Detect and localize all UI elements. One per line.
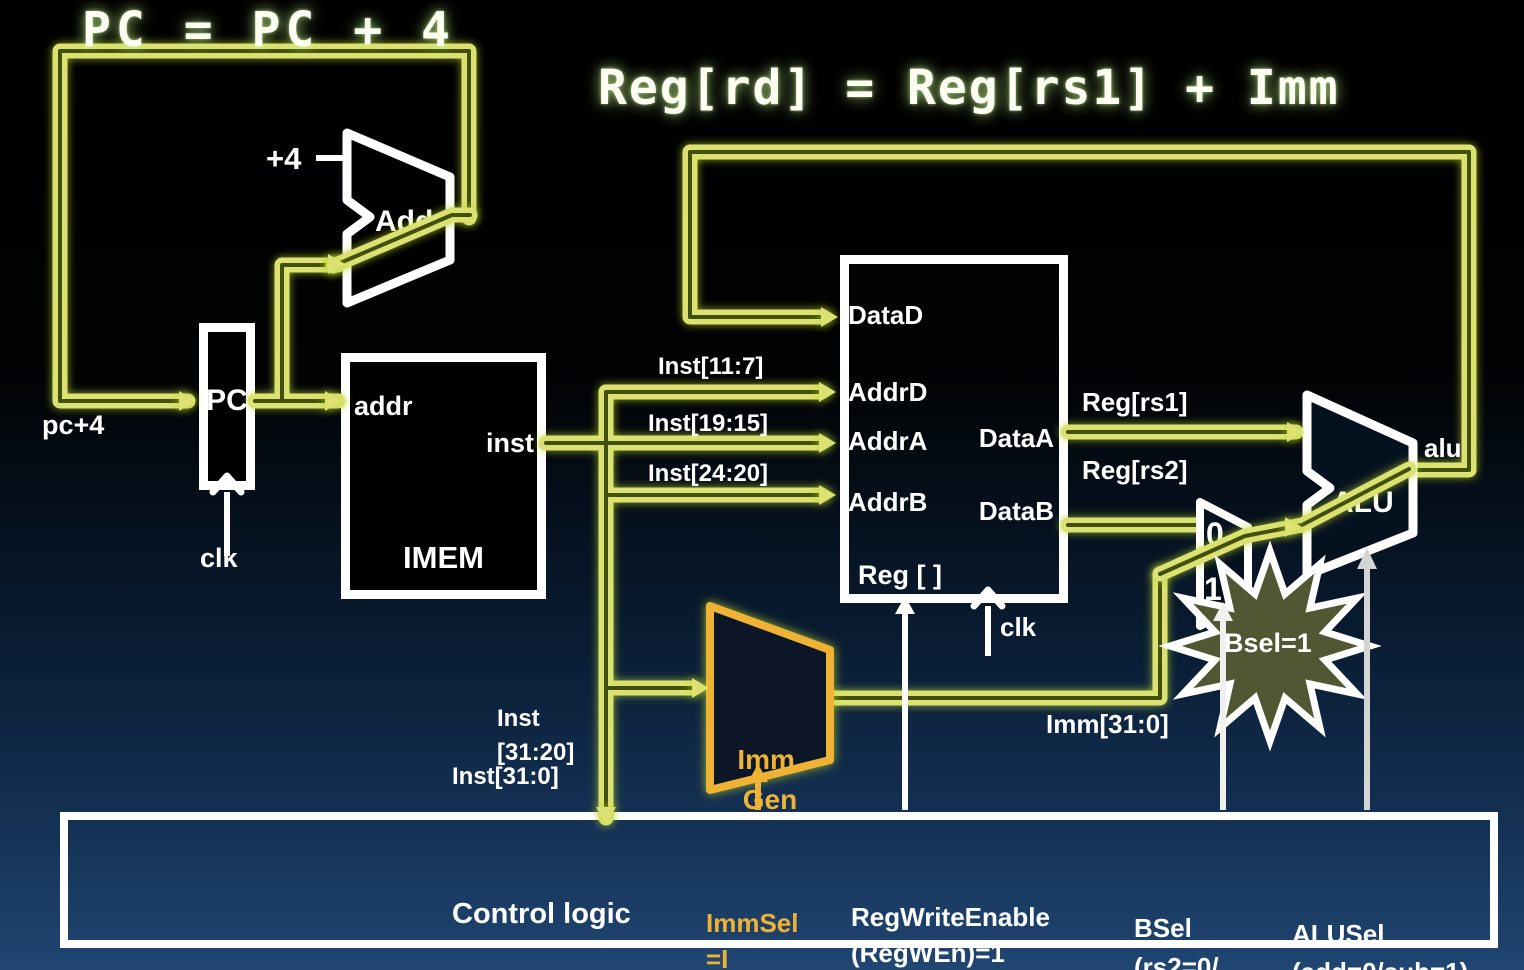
- plus4-label: +4: [266, 141, 302, 176]
- inst-19-15-label: Inst[19:15]: [648, 410, 769, 437]
- inst-31-20-label: Inst[31:20]: [497, 705, 575, 766]
- inst-11-7-label: Inst[11:7]: [658, 353, 764, 380]
- alusel-arrowhead: [1357, 548, 1377, 569]
- bsel-starburst: [1158, 540, 1382, 752]
- clk-chevrons: [209, 472, 1006, 610]
- arrow-into-addrB: [819, 485, 836, 505]
- adder-shape: [342, 128, 455, 308]
- arrow-into-aluB: [1285, 517, 1302, 537]
- regfile-dataA-label: DataA: [978, 423, 1054, 453]
- arrow-into-addrD: [819, 382, 836, 402]
- inst-24-20-label: Inst[24:20]: [648, 460, 769, 487]
- bsel-starburst-label: Bsel=1: [1224, 628, 1312, 658]
- imem-inst-label: inst: [485, 428, 534, 458]
- immgen-label: Imm.Gen: [737, 744, 803, 815]
- instruction-title: Reg[rd] = Reg[rs1] + Imm: [598, 60, 1340, 116]
- pc-label: PC: [206, 384, 248, 417]
- bsel-label: BSel(rs2=0/Imm=1): [1134, 913, 1219, 970]
- arrow-into-addrA: [819, 433, 836, 453]
- alu-shape: [1302, 390, 1418, 580]
- imem-label: IMEM: [403, 540, 484, 575]
- pc-clk-chevron: [209, 472, 245, 496]
- mux-input1-label: 1: [1204, 571, 1222, 607]
- highlight-arrowheads: [179, 254, 1304, 824]
- inst-31-0-label: Inst[31:0]: [452, 763, 559, 790]
- regfile-clk-chevron: [970, 586, 1006, 610]
- regfile-label: Reg [ ]: [858, 560, 942, 590]
- arrow-into-aluA: [1287, 422, 1304, 442]
- reg-rs2-label: Reg[rs2]: [1082, 455, 1188, 485]
- highlighted-diagonal-cores: [331, 213, 1411, 576]
- alusel-label: ALUSel(add=0/sub=1): [1292, 919, 1468, 970]
- immsel-arrowhead: [748, 764, 768, 782]
- control-logic-label: Control logic: [452, 898, 631, 930]
- arrow-into-immgen: [692, 678, 709, 698]
- regwen-label: RegWriteEnable(RegWEn)=1: [851, 902, 1050, 968]
- alu-out-label: alu: [1424, 433, 1462, 463]
- control-logic-box: [60, 812, 1498, 948]
- imem-addr-label: addr: [354, 391, 413, 421]
- regfile-addrB-label: AddrB: [848, 487, 928, 517]
- pc-update-title: PC = PC + 4: [82, 2, 455, 58]
- imem-box: [341, 353, 546, 599]
- regfile-addrD-label: AddrD: [848, 377, 928, 407]
- highlighted-path-cores: [58, 49, 1471, 820]
- wire-pc-to-adder: [274, 257, 346, 409]
- arrow-into-dataD: [821, 307, 838, 327]
- wire-imm-out: [822, 566, 1168, 706]
- arrow-into-addr: [325, 391, 342, 411]
- regfile-dataB-label: DataB: [978, 496, 1054, 526]
- arrow-into-adder: [328, 254, 345, 274]
- pcplus4-label: pc+4: [42, 410, 105, 440]
- immsel-label: ImmSel=I: [706, 908, 799, 970]
- regfile-dataD-label: DataD: [848, 300, 924, 330]
- arrow-into-pc: [179, 391, 196, 411]
- regfile-addrA-label: AddrA: [848, 426, 928, 456]
- arrow-into-control: [596, 807, 616, 824]
- bsel-arrowhead: [1213, 602, 1233, 621]
- reg-rs1-label: Reg[rs1]: [1082, 387, 1188, 417]
- pc-clk-label: clk: [200, 543, 238, 573]
- regfile-clk-label: clk: [1000, 612, 1037, 642]
- regwen-arrowhead: [895, 596, 915, 614]
- immgen-shape: [706, 602, 834, 794]
- control-signal-arrows: [748, 548, 1377, 810]
- imm-31-0-label: Imm[31:0]: [1046, 709, 1169, 739]
